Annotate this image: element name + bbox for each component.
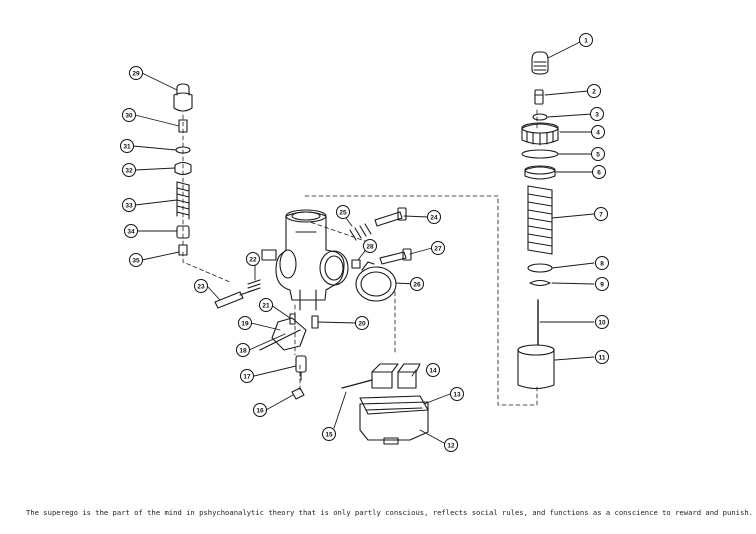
- svg-text:28: 28: [366, 243, 374, 250]
- left-spring: [176, 181, 190, 216]
- callout-9: 9: [595, 277, 609, 291]
- callout-31: 31: [120, 139, 134, 153]
- svg-text:9: 9: [600, 281, 604, 288]
- float-bowl: [359, 401, 429, 445]
- callout-11: 11: [595, 350, 609, 364]
- callout-16: 16: [253, 403, 267, 417]
- svg-text:27: 27: [434, 245, 442, 252]
- carburetor-body: [247, 209, 349, 311]
- callout-18: 18: [236, 343, 250, 357]
- callout-6: 6: [592, 165, 606, 179]
- callout-8: 8: [595, 256, 609, 270]
- float-gasket: [271, 317, 307, 351]
- svg-text:17: 17: [243, 373, 251, 380]
- float: [371, 363, 421, 389]
- left-stack: [173, 83, 193, 256]
- callout-27: 27: [431, 241, 445, 255]
- idle-screw: [214, 289, 255, 309]
- callout-26: 26: [410, 277, 424, 291]
- svg-text:24: 24: [430, 214, 438, 221]
- svg-text:35: 35: [132, 257, 140, 264]
- svg-text:1: 1: [584, 37, 588, 44]
- svg-text:32: 32: [125, 167, 133, 174]
- callout-23: 23: [194, 279, 208, 293]
- svg-text:19: 19: [241, 320, 249, 327]
- svg-text:25: 25: [339, 209, 347, 216]
- callout-7: 7: [594, 207, 608, 221]
- small-clip: [351, 259, 361, 269]
- svg-text:4: 4: [596, 129, 600, 136]
- callout-10: 10: [595, 315, 609, 329]
- side-screw: [379, 248, 412, 265]
- float-pin: [341, 379, 373, 389]
- svg-text:16: 16: [256, 407, 264, 414]
- svg-text:21: 21: [262, 302, 270, 309]
- callout-21: 21: [259, 298, 273, 312]
- svg-text:10: 10: [598, 319, 606, 326]
- svg-text:2: 2: [592, 88, 596, 95]
- svg-text:14: 14: [429, 367, 437, 374]
- svg-text:18: 18: [239, 347, 247, 354]
- callout-14: 14: [426, 363, 440, 377]
- svg-text:11: 11: [599, 354, 606, 361]
- top-screw: [374, 207, 407, 227]
- callout-12: 12: [444, 438, 458, 452]
- air-spring: [349, 223, 372, 241]
- jet: [311, 315, 319, 329]
- callout-32: 32: [122, 163, 136, 177]
- callout-15: 15: [322, 427, 336, 441]
- svg-text:15: 15: [325, 431, 333, 438]
- callout-24: 24: [427, 210, 441, 224]
- svg-text:30: 30: [125, 112, 133, 119]
- callout-3: 3: [590, 107, 604, 121]
- needle-valve: [295, 355, 307, 381]
- callout-35: 35: [129, 253, 143, 267]
- callout-17: 17: [240, 369, 254, 383]
- svg-text:5: 5: [596, 151, 600, 158]
- callout-25: 25: [336, 205, 350, 219]
- svg-text:33: 33: [125, 202, 133, 209]
- clamp-ring: [355, 261, 397, 302]
- callout-2: 2: [587, 84, 601, 98]
- callout-1: 1: [579, 33, 593, 47]
- callout-5: 5: [591, 147, 605, 161]
- callout-29: 29: [129, 66, 143, 80]
- svg-text:3: 3: [595, 111, 599, 118]
- svg-text:26: 26: [413, 281, 421, 288]
- callout-20: 20: [355, 316, 369, 330]
- callout-13: 13: [450, 387, 464, 401]
- callout-34: 34: [124, 224, 138, 238]
- svg-text:22: 22: [249, 256, 257, 263]
- svg-text:7: 7: [599, 211, 603, 218]
- callout-33: 33: [122, 198, 136, 212]
- svg-text:29: 29: [132, 70, 140, 77]
- callout-22: 22: [246, 252, 260, 266]
- svg-text:23: 23: [197, 283, 205, 290]
- svg-text:34: 34: [127, 228, 135, 235]
- svg-text:6: 6: [597, 169, 601, 176]
- callout-4: 4: [591, 125, 605, 139]
- callout-19: 19: [238, 316, 252, 330]
- callout-28: 28: [363, 239, 377, 253]
- leader-lines: [132, 40, 595, 444]
- bowl-gasket: [359, 395, 429, 415]
- caption-text: The superego is the part of the mind in …: [26, 508, 753, 517]
- plug: [291, 387, 305, 400]
- svg-text:13: 13: [453, 391, 461, 398]
- svg-text:20: 20: [358, 320, 366, 327]
- svg-text:8: 8: [600, 260, 604, 267]
- svg-text:12: 12: [447, 442, 455, 449]
- svg-text:31: 31: [123, 143, 131, 150]
- slide-spring: [527, 185, 553, 255]
- right-stack: [517, 51, 559, 390]
- callout-30: 30: [122, 108, 136, 122]
